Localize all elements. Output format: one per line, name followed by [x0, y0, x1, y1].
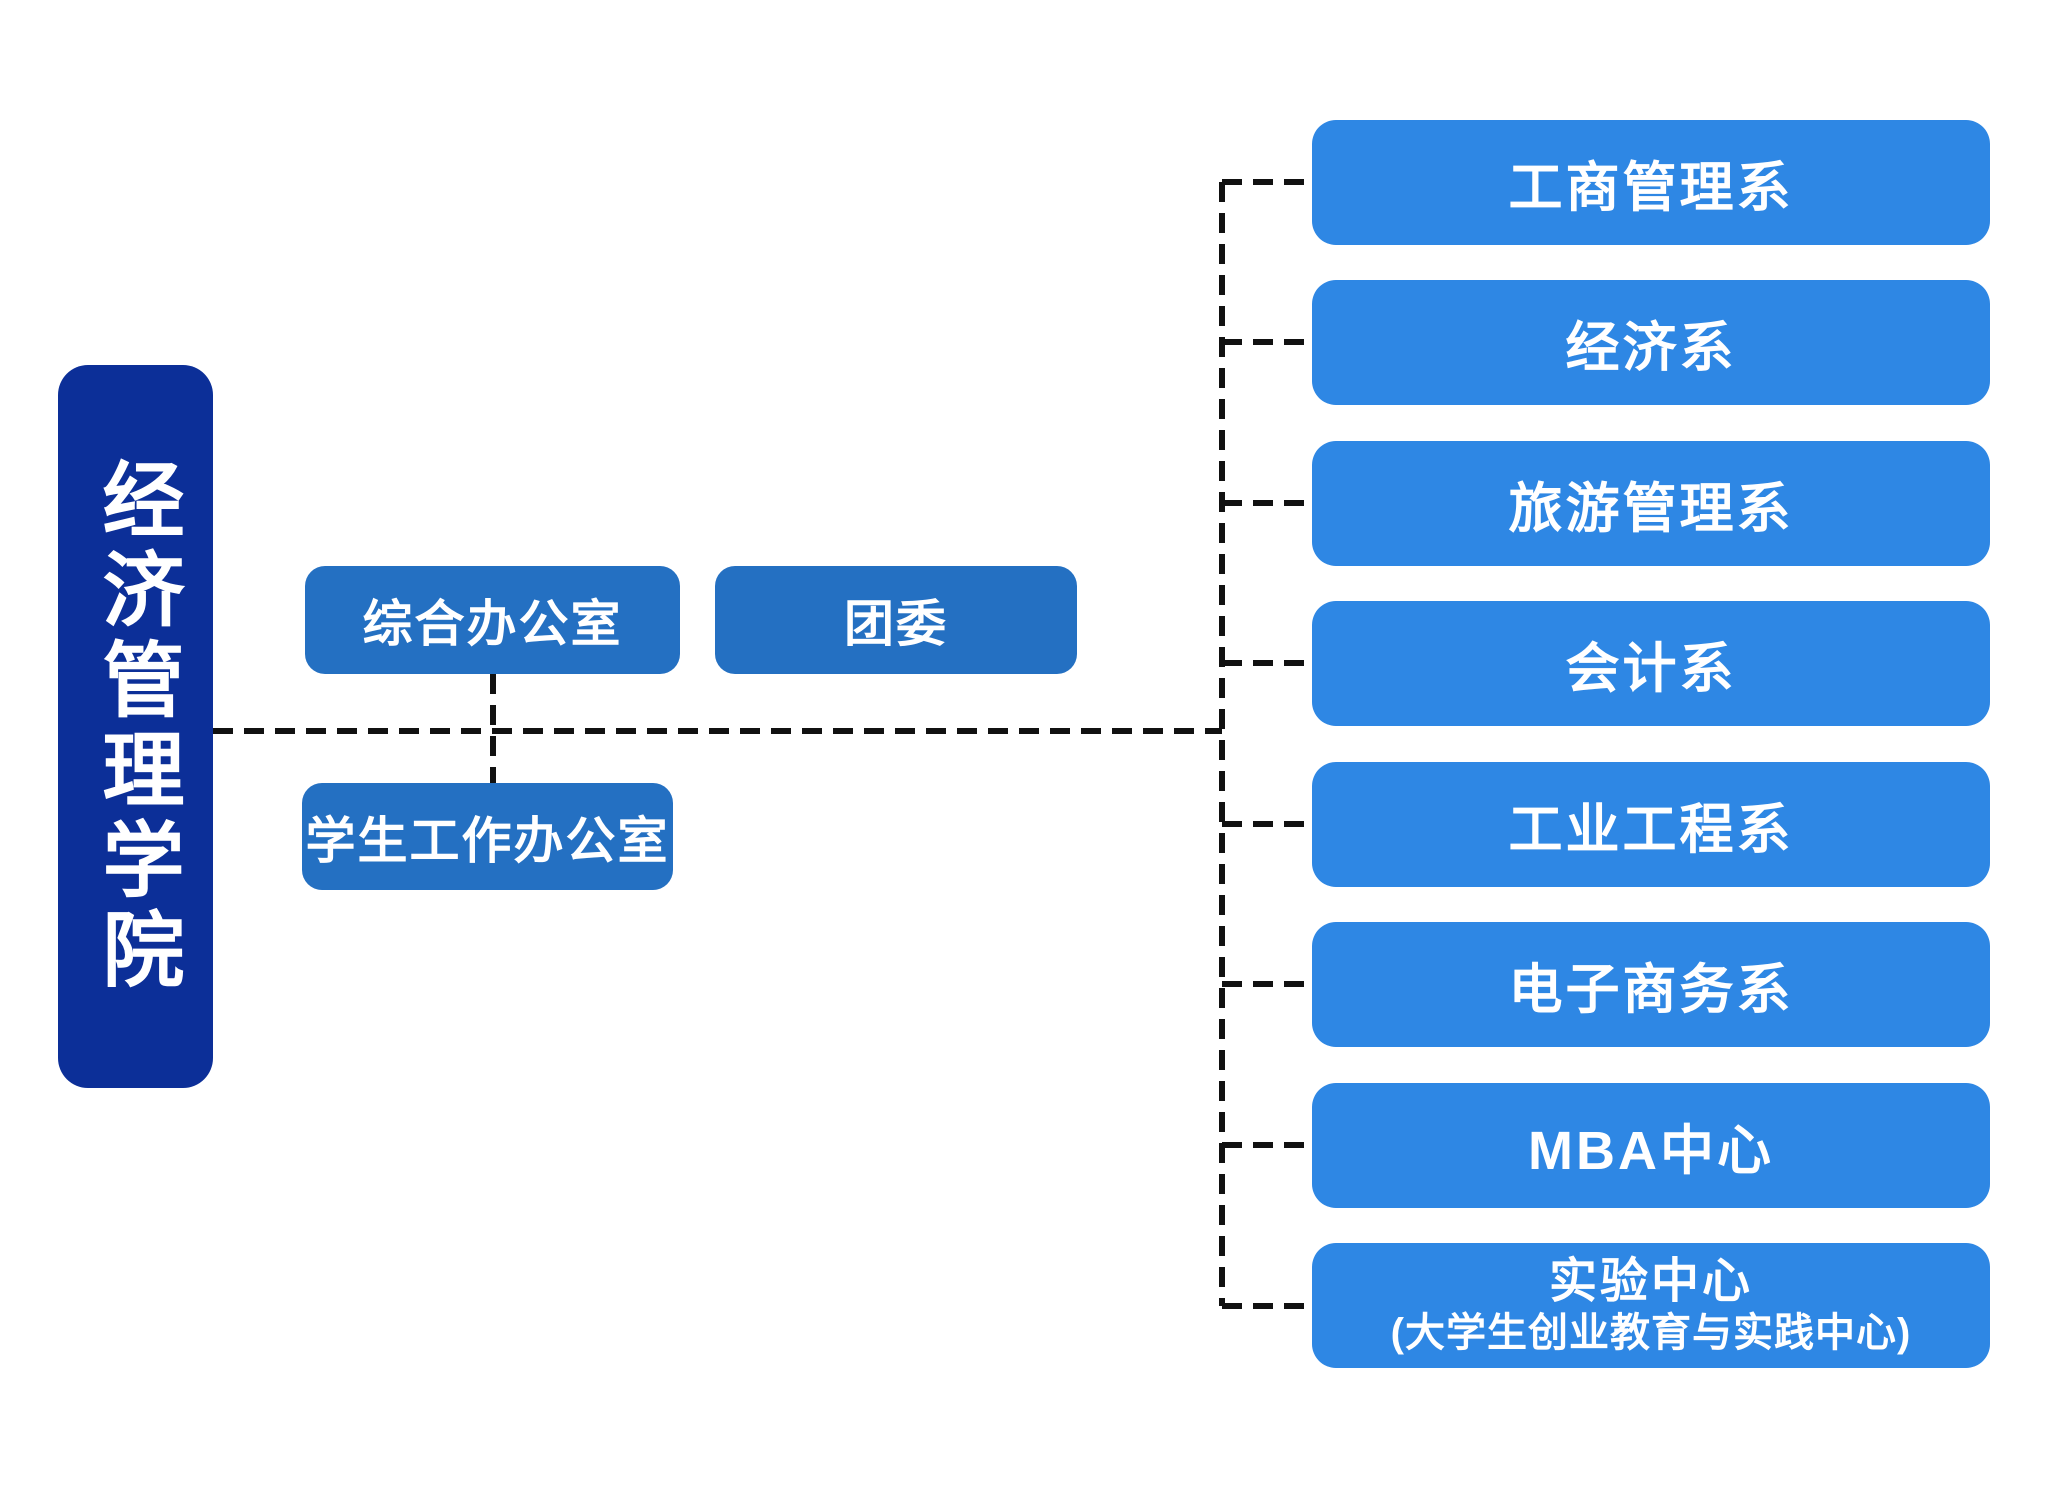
node-mba-center: MBA中心	[1312, 1083, 1990, 1208]
node-economics-dept: 经济系	[1312, 280, 1990, 405]
connector-stub-ecommerce	[1222, 981, 1312, 987]
connector-stub-industrial-eng	[1222, 821, 1312, 827]
node-ecommerce-dept: 电子商务系	[1312, 922, 1990, 1047]
connector-spine-vertical	[1219, 182, 1225, 1306]
node-general-office: 综合办公室	[305, 566, 680, 674]
connector-stub-accounting	[1222, 660, 1312, 666]
experiment-center-label: 实验中心	[1548, 1254, 1753, 1308]
node-industrial-engineering-dept: 工业工程系	[1312, 762, 1990, 887]
connector-stub-economics	[1222, 339, 1312, 345]
connector-stub-experiment-center	[1222, 1303, 1312, 1309]
node-experiment-center: 实验中心 (大学生创业教育与实践中心)	[1312, 1243, 1990, 1368]
node-student-affairs-office: 学生工作办公室	[302, 783, 673, 890]
node-college-root: 经济管理学院	[58, 365, 213, 1088]
node-tourism-management-dept: 旅游管理系	[1312, 441, 1990, 566]
connector-stub-mba-center	[1222, 1142, 1312, 1148]
node-youth-league: 团委	[715, 566, 1077, 674]
node-accounting-dept: 会计系	[1312, 601, 1990, 726]
connector-office-vertical	[490, 674, 496, 783]
node-business-administration-dept: 工商管理系	[1312, 120, 1990, 245]
experiment-center-sublabel: (大学生创业教育与实践中心)	[1390, 1311, 1912, 1356]
connector-stub-tourism	[1222, 500, 1312, 506]
connector-main-horizontal	[213, 728, 1222, 734]
connector-stub-business-admin	[1222, 179, 1312, 185]
